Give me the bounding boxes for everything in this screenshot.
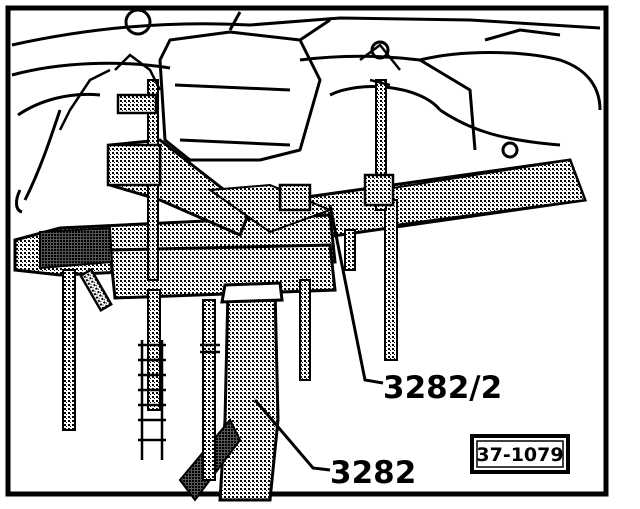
part-label-3282-2: 3282/2 [383,370,502,406]
engine-underbody-outline [11,8,602,214]
figure-frame [5,5,609,497]
leader-lines [253,204,384,472]
part-label-3282: 3282 [330,455,416,491]
figure-number-box: 37-1079 [470,434,570,474]
tool-3282-post [178,281,284,502]
bracket-pieces [79,93,395,313]
figure-number: 37-1079 [476,444,563,466]
adjusting-links [58,43,401,460]
